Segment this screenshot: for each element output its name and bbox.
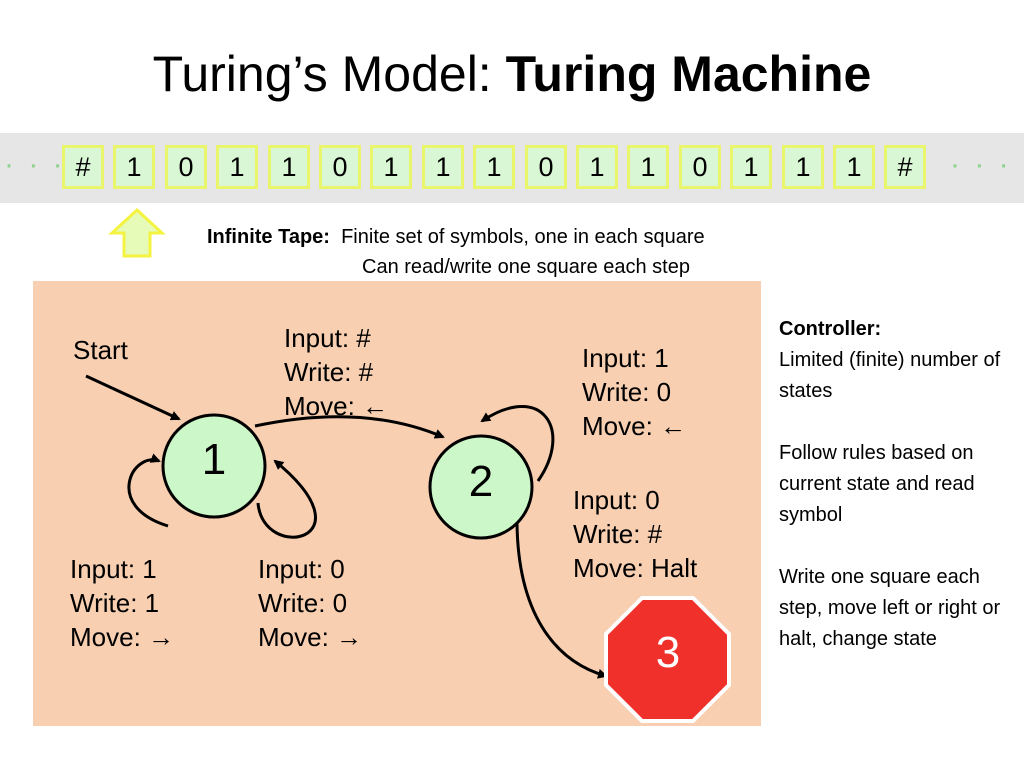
tape-caption: Infinite Tape: Finite set of symbols, on… [207,222,705,282]
transition-1-1a-label: Input: 1 Write: 1 Move: → [70,552,174,654]
tape-cell: 0 [679,145,721,189]
transition-input: Input: 1 [70,554,157,584]
transition-2-2-label: Input: 1 Write: 0 Move: ← [582,341,686,443]
tape-cell: 1 [627,145,669,189]
transition-write: Write: 0 [258,588,348,618]
transition-move: Move: ← [582,411,687,441]
controller-point-1: Limited (finite) number of states [779,349,1001,402]
transition-1-2-label: Input: # Write: # Move: ← [284,321,388,423]
transition-input: Input: 1 [582,343,669,373]
transition-write: Write: 1 [70,588,160,618]
tape-cell: # [62,145,104,189]
state-3-label: 3 [655,628,681,677]
transition-1-1b-label: Input: 0 Write: 0 Move: → [258,552,362,654]
state-diagram [85,374,731,723]
start-label: Start [73,335,128,365]
tape-cell: 0 [525,145,567,189]
tape-left-ellipsis: · · · [4,148,66,181]
transition-write: Write: 0 [582,377,672,407]
start-arrow [85,374,181,421]
controller-point-3: Write one square each step, move left or… [779,566,1001,650]
state-2-node [428,434,534,540]
tape-caption-line1: Finite set of symbols, one in each squar… [341,226,705,248]
transition-move: Move: → [70,622,175,652]
tape-caption-label: Infinite Tape: [207,226,330,248]
transition-input: Input: 0 [258,554,345,584]
up-arrow-icon [108,207,166,258]
tape-cell: 1 [576,145,618,189]
tape-cell: 1 [113,145,155,189]
tape-cell: 1 [730,145,772,189]
slide-title: Turing’s Model: Turing Machine [0,44,1024,104]
edge-1-self-left [127,453,169,528]
tape-cell: 1 [782,145,824,189]
tape-cell: 0 [165,145,207,189]
controller-heading: Controller: [779,318,882,340]
transition-input: Input: 0 [573,485,660,515]
tape-right-ellipsis: · · · [950,148,1012,181]
title-bold: Turing Machine [505,46,872,102]
transition-move: Move: → [258,622,363,652]
title-normal: Turing’s Model: [152,46,506,102]
edge-1-to-2 [254,415,445,439]
edge-2-self [480,405,555,482]
controller-point-2: Follow rules based on current state and … [779,442,975,526]
edge-2-to-3 [515,522,608,679]
tape-cell: 1 [833,145,875,189]
controller-diagram-panel: 1 2 3 Start Input: # Write: # Move: ← Inpu… [33,281,761,726]
tape-cell: # [884,145,926,189]
tape-cell: 1 [370,145,412,189]
state-2-label: 2 [468,457,494,506]
transition-move: Move: ← [284,391,389,421]
state-1-node [161,413,267,519]
tape-caption-line2: Can read/write one square each step [362,256,690,278]
transition-move: Move: Halt [573,553,698,583]
tape-cell: 1 [268,145,310,189]
transition-input: Input: # [284,323,371,353]
state-3-stop-sign [604,596,731,723]
tape-cell: 1 [216,145,258,189]
edge-1-self-right [256,459,317,539]
transition-write: Write: # [284,357,374,387]
state-1-label: 1 [201,435,227,484]
tape-cell: 0 [319,145,361,189]
transition-2-3-label: Input: 0 Write: # Move: Halt [573,483,697,585]
transition-write: Write: # [573,519,663,549]
controller-description: Controller: Limited (finite) number of s… [779,314,1019,686]
tape-cell: 1 [473,145,515,189]
tape-cell: 1 [422,145,464,189]
